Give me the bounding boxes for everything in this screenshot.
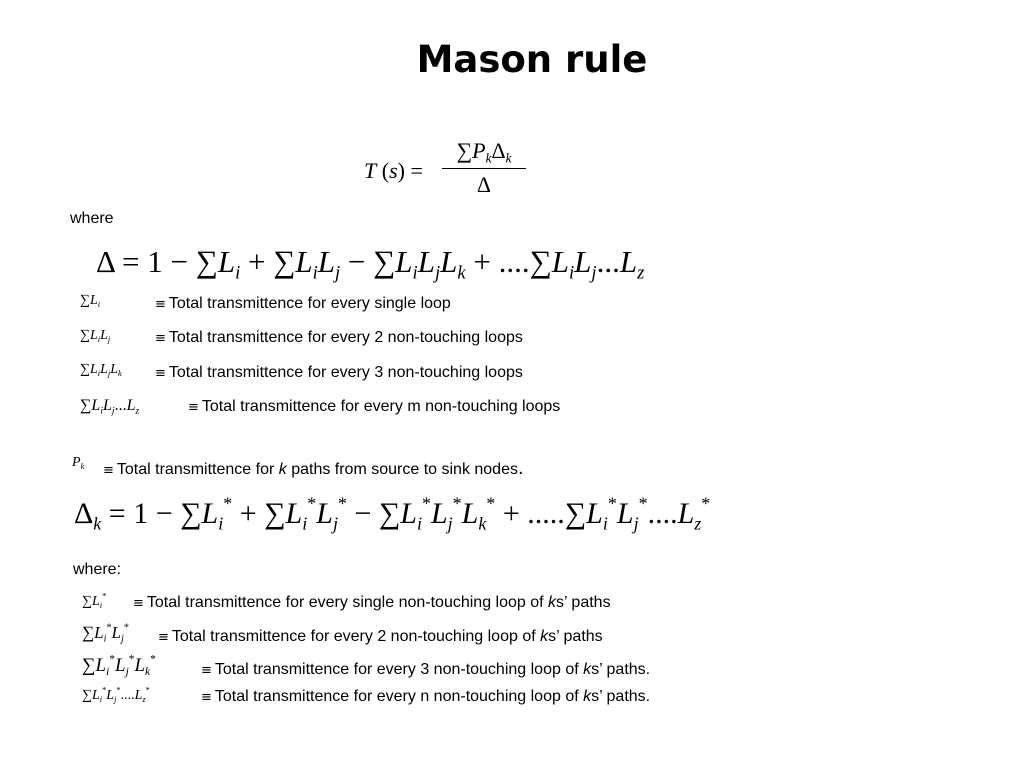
pk-symbol: Pk [72, 455, 85, 471]
delta-formula: Δ = 1 − ∑Li + ∑LiLj − ∑LiLjLk + ....∑LiL… [96, 244, 645, 284]
sum-li-star-symbol: ∑Li* [82, 591, 107, 610]
sum-lilj-lz-symbol: ∑LiLj...Lz [80, 397, 140, 417]
sum-lilj-lz-star-symbol: ∑Li*Lj*....Lz* [82, 685, 150, 704]
loop-def-three: ≡Total transmittence for every 3 non-tou… [155, 364, 523, 381]
sum-lilj-star-symbol: ∑Li*Lj* [82, 622, 129, 645]
nontouching-def-single: ≡Total transmittence for every single no… [133, 594, 611, 611]
fraction-denominator: Δ [476, 172, 492, 197]
nontouching-def-two: ≡Total transmittence for every 2 non-tou… [158, 628, 603, 645]
nontouching-def-n: ≡Total transmittence for every n non-tou… [201, 688, 651, 705]
slide-title: Mason rule [416, 38, 648, 81]
equiv-icon: ≡ [155, 331, 166, 346]
sum-lilj-symbol: ∑LiLj [80, 328, 111, 344]
equiv-icon: ≡ [158, 630, 169, 645]
sum-liljlk-star-symbol: ∑Li*Lj*Lk* [82, 653, 156, 678]
equiv-icon: ≡ [155, 297, 166, 312]
sum-li-symbol: ∑Li [80, 293, 101, 309]
where-label: where [70, 210, 114, 227]
equiv-icon: ≡ [201, 690, 212, 705]
sum-liljlk-symbol: ∑LiLjLk [80, 362, 122, 378]
equiv-icon: ≡ [133, 596, 144, 611]
path-def: ≡Total transmittence for k paths from so… [103, 457, 524, 479]
transfer-function-lhs: T (s) = [364, 158, 423, 183]
loop-def-single: ≡Total transmittence for every single lo… [155, 295, 451, 312]
equiv-icon: ≡ [155, 366, 166, 381]
transfer-function-fraction: ∑PkΔk Δ [442, 134, 526, 201]
equiv-icon: ≡ [188, 400, 199, 415]
equiv-icon: ≡ [103, 463, 114, 478]
loop-def-two: ≡Total transmittence for every 2 non-tou… [155, 329, 523, 346]
where-colon-label: where: [73, 561, 122, 578]
fraction-numerator: ∑PkΔk [456, 138, 512, 166]
loop-def-m: ≡Total transmittence for every m non-tou… [188, 398, 561, 415]
delta-k-formula: Δk = 1 − ∑Li* + ∑Li*Lj* − ∑Li*Lj*Lk* + .… [74, 493, 711, 534]
equiv-icon: ≡ [201, 663, 212, 678]
fraction-bar [442, 168, 526, 169]
nontouching-def-three: ≡Total transmittence for every 3 non-tou… [201, 661, 651, 678]
